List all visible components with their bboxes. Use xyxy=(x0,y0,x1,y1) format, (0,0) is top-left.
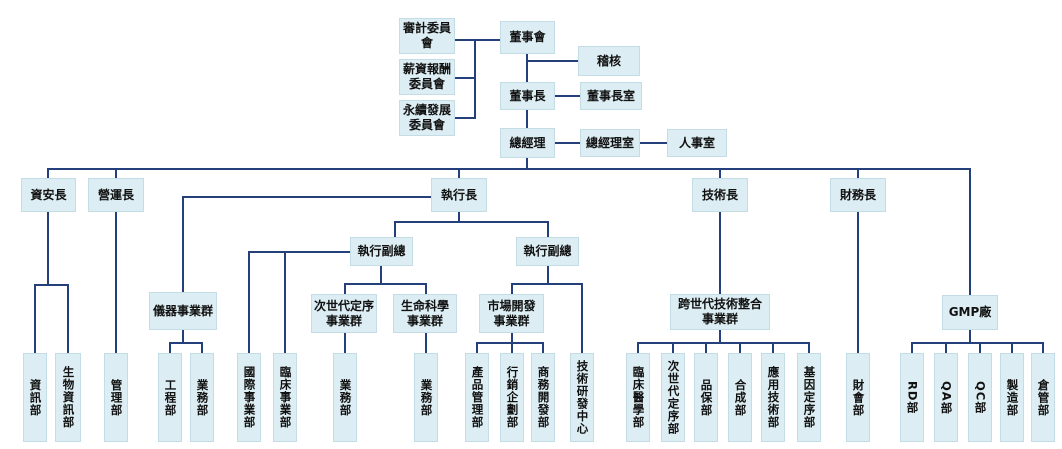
business-dept-1-box: 業務部 xyxy=(190,353,214,442)
qa-dept-box: QA部 xyxy=(934,353,958,442)
international-dept-box: 國際事業部 xyxy=(237,353,261,442)
applied-tech-dept-box: 應用技術部 xyxy=(761,353,785,442)
gm-box: 總經理 xyxy=(500,128,555,158)
connector-vp1 xyxy=(248,251,427,354)
engineering-dept-box: 工程部 xyxy=(158,353,182,442)
instrument-group-box: 儀器事業群 xyxy=(149,292,217,330)
qc-dept-box: QC部 xyxy=(968,353,992,442)
product-mgmt-dept-box: 產品管理部 xyxy=(465,353,489,442)
genome-seq-dept-box: 基因定序部 xyxy=(797,353,821,442)
chairman-box: 董事長 xyxy=(500,82,555,110)
ceo-box: 執行長 xyxy=(431,178,487,212)
finance-dept-box: 財會部 xyxy=(846,353,870,442)
gmp-factory-box: GMP廠 xyxy=(942,295,998,330)
rd-center-box: 技術研發中心 xyxy=(570,353,594,442)
life-science-group-box: 生命科學事業群 xyxy=(393,294,457,333)
manufacturing-dept-box: 製造部 xyxy=(1000,353,1024,442)
cross-gen-tech-group-box: 跨世代技術整合事業群 xyxy=(670,294,770,330)
clinical-medicine-dept-box: 臨床醫學部 xyxy=(626,353,650,442)
gm-office-box: 總經理室 xyxy=(580,129,640,157)
hr-box: 人事室 xyxy=(667,129,727,157)
rd-dept-box: RD部 xyxy=(900,353,924,442)
cto-box: 技術長 xyxy=(692,178,748,212)
synthesis-dept-box: 合成部 xyxy=(728,353,752,442)
audit-committee-box: 審計委員會 xyxy=(399,18,455,54)
bizdev-dept-box: 商務開發部 xyxy=(531,353,555,442)
management-dept-box: 管理部 xyxy=(104,353,128,442)
ngs-dept-box: 次世代定序部 xyxy=(661,353,685,442)
connector-vp2 xyxy=(511,265,583,354)
quality-assurance-dept-box: 品保部 xyxy=(694,353,718,442)
ngs-group-box: 次世代定序事業群 xyxy=(311,294,377,333)
coo-box: 營運長 xyxy=(88,178,144,212)
connector-instrument xyxy=(169,329,203,354)
salary-committee-box: 薪資報酬委員會 xyxy=(399,59,455,95)
market-dev-group-box: 市場開發事業群 xyxy=(479,294,544,333)
inspect-box: 稽核 xyxy=(578,46,640,76)
warehouse-dept-box: 倉管部 xyxy=(1031,353,1055,442)
business-dept-2-box: 業務部 xyxy=(333,353,357,442)
connector-board-chain xyxy=(526,53,581,129)
vp2-box: 執行副總 xyxy=(516,237,579,266)
connector-chief-bus xyxy=(47,157,971,296)
business-dept-3-box: 業務部 xyxy=(414,353,438,442)
it-dept-box: 資訊部 xyxy=(23,353,47,442)
connector-ceo xyxy=(182,196,549,293)
sustainability-committee-box: 永續發展委員會 xyxy=(399,100,455,136)
vp1-box: 執行副總 xyxy=(350,237,413,266)
clinical-dept-box: 臨床事業部 xyxy=(273,353,297,442)
bioinfo-dept-box: 生物資訊部 xyxy=(55,353,81,442)
connector-ciso xyxy=(34,211,69,354)
cfo-box: 財務長 xyxy=(830,178,886,212)
connector-market xyxy=(476,332,544,354)
chairman-office-box: 董事長室 xyxy=(580,82,642,110)
board-box: 董事會 xyxy=(500,21,555,54)
ciso-box: 資安長 xyxy=(21,178,76,212)
connector-cto xyxy=(637,211,810,354)
marketing-dept-box: 行銷企劃部 xyxy=(500,353,524,442)
connector-gmp xyxy=(911,329,1044,354)
connector-committees xyxy=(454,39,501,119)
